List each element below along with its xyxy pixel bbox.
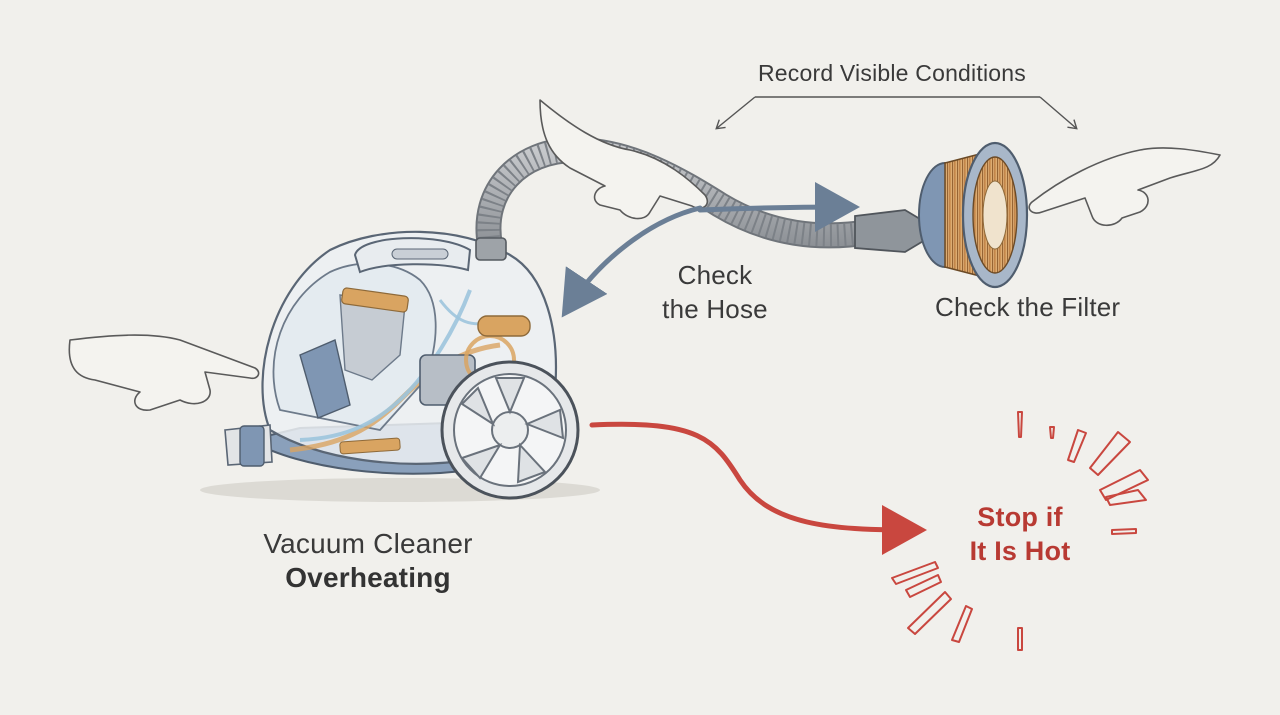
vacuum-overheating-line-2: Overheating — [285, 562, 451, 593]
check-hose-line-1: Check — [677, 260, 753, 290]
hose-to-vacuum-arrow — [561, 205, 703, 318]
stop-if-hot-line-1: Stop if — [977, 502, 1063, 532]
record-conditions-label: Record Visible Conditions — [758, 60, 1026, 86]
vacuum-cleaner-icon — [224, 230, 580, 500]
filter-icon — [918, 141, 1029, 289]
hand-icon — [539, 99, 709, 220]
vacuum-overheating-label: Vacuum Cleaner Overheating — [255, 527, 481, 595]
hand-icon — [1028, 147, 1221, 227]
overheat-warning-arrow — [589, 421, 927, 555]
record-left-arrow — [715, 96, 756, 130]
check-hose-label: Check the Hose — [660, 258, 770, 326]
stop-if-hot-label: Stop if It Is Hot — [955, 500, 1085, 568]
vacuum-overheating-line-1: Vacuum Cleaner — [263, 528, 473, 559]
check-hose-line-2: the Hose — [662, 294, 768, 324]
hand-icon — [68, 334, 260, 411]
hose-to-filter-arrow — [697, 182, 860, 233]
record-right-arrow — [1039, 96, 1078, 130]
check-filter-label: Check the Filter — [935, 292, 1121, 322]
stop-if-hot-line-2: It Is Hot — [969, 536, 1071, 566]
heat-burst-icon — [891, 411, 1149, 651]
